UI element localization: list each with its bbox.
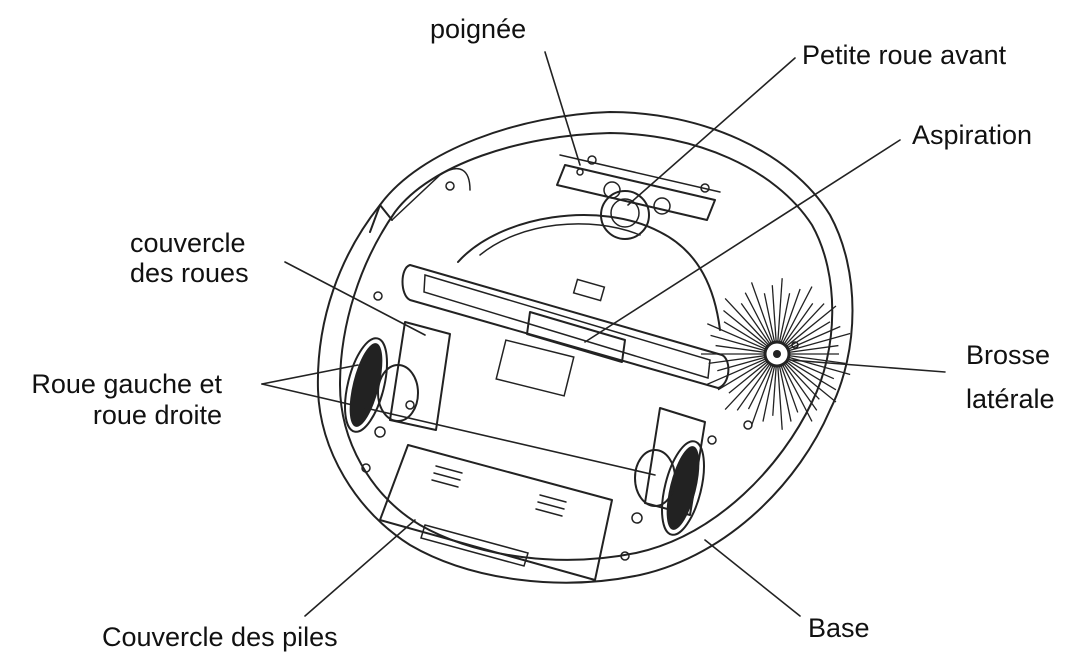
label-brosse-line1: Brosse <box>966 340 1051 370</box>
robot-body <box>316 111 854 584</box>
label-roues-line1: Roue gauche et <box>31 369 222 399</box>
front-caster-wheel <box>600 181 671 240</box>
label-couvercle-piles: Couvercle des piles <box>102 622 338 652</box>
suction-assembly <box>401 214 730 389</box>
leader-petite-roue <box>627 57 796 206</box>
label-aspiration: Aspiration <box>912 120 1033 150</box>
leader-couvercle-roues <box>284 261 426 336</box>
right-wheel <box>631 435 717 536</box>
leader-lines <box>261 51 946 617</box>
leader-piles <box>304 519 416 617</box>
label-poignee: poignée <box>430 14 527 44</box>
wheel-covers <box>389 321 706 516</box>
handle-slot <box>556 154 721 221</box>
label-petite-roue-avant: Petite roue avant <box>802 40 1007 70</box>
leader-aspiration <box>584 139 901 343</box>
left-wheel <box>344 337 419 438</box>
label-base: Base <box>808 613 870 643</box>
side-brush <box>701 278 851 430</box>
leader-poignee <box>544 51 581 166</box>
label-couvercle-roues-line1: couvercle <box>130 228 246 258</box>
label-roues-line2: roue droite <box>92 400 222 430</box>
label-brosse-line2: latérale <box>966 384 1055 414</box>
label-couvercle-roues-line2: des roues <box>130 258 249 288</box>
leader-brosse <box>789 359 946 373</box>
leader-roue-gauche <box>261 364 359 385</box>
battery-cover <box>379 444 613 581</box>
leader-roue-droite <box>261 383 656 476</box>
leader-base <box>704 539 801 617</box>
